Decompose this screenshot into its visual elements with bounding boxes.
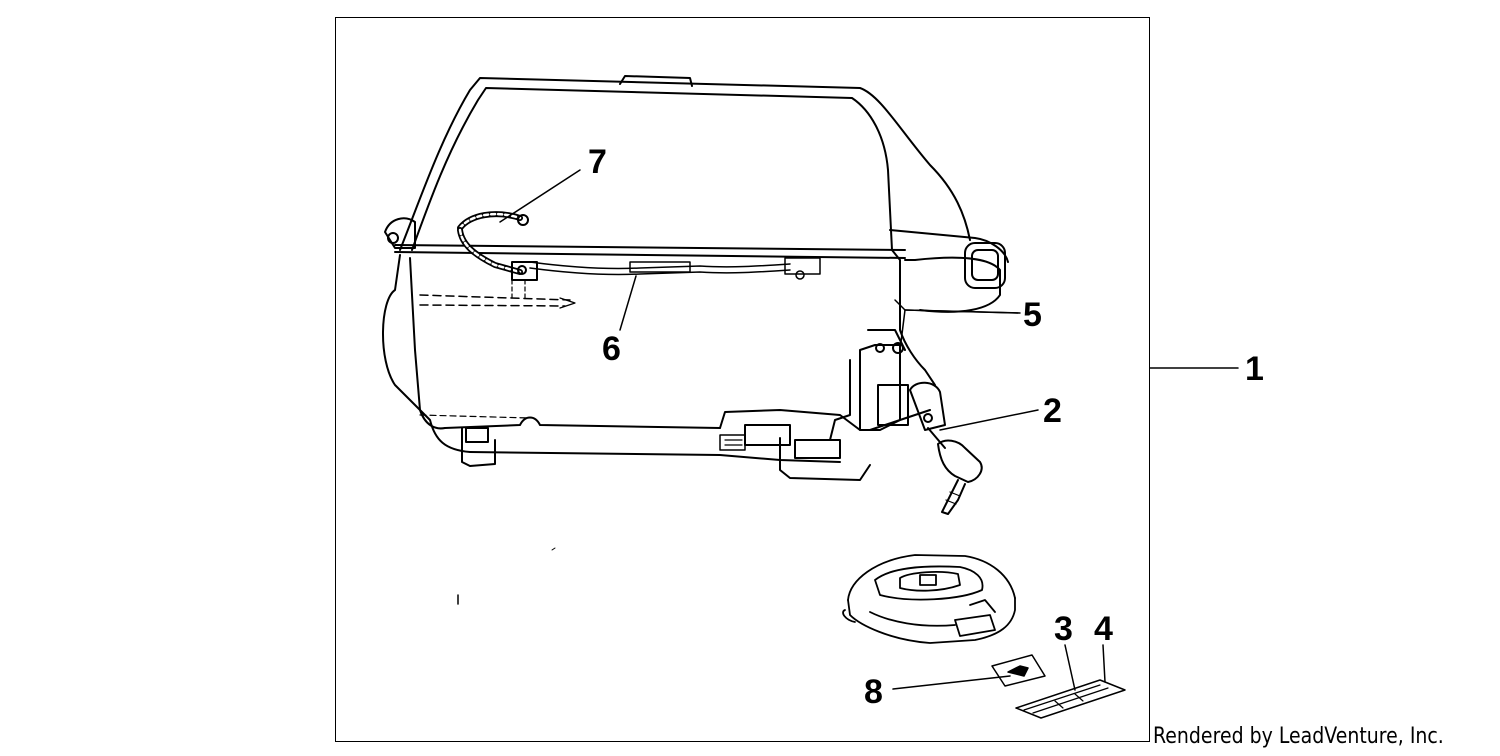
leader-3 (1064, 644, 1076, 691)
leader-4 (1102, 644, 1106, 683)
items-3-4-tape (1015, 679, 1126, 719)
item-7-stay (457, 211, 538, 299)
callout-3: 3 (1054, 610, 1073, 648)
item-2-key (927, 427, 983, 515)
callout-6: 6 (602, 330, 621, 368)
leader-2 (939, 409, 1039, 431)
leader-8 (892, 675, 1011, 690)
callout-1: 1 (1245, 350, 1264, 388)
render-credit: Rendered by LeadVenture, Inc. (1153, 724, 1444, 749)
callout-7: 7 (588, 143, 607, 181)
callout-2: 2 (1043, 392, 1062, 430)
callout-8: 8 (864, 673, 883, 711)
item-6-cable (529, 257, 821, 280)
item-5-latch (894, 299, 1021, 351)
leader-5 (904, 309, 1019, 314)
callout-5: 5 (1023, 296, 1042, 334)
trunk-kit-icon (842, 554, 1016, 644)
diagram-frame (335, 17, 1150, 742)
item-8-emblem (991, 654, 1046, 687)
leader-lines (499, 169, 1239, 691)
leader-7 (499, 169, 581, 223)
callout-4: 4 (1094, 610, 1113, 648)
leader-6 (619, 275, 637, 331)
trunk-case (382, 75, 1009, 481)
